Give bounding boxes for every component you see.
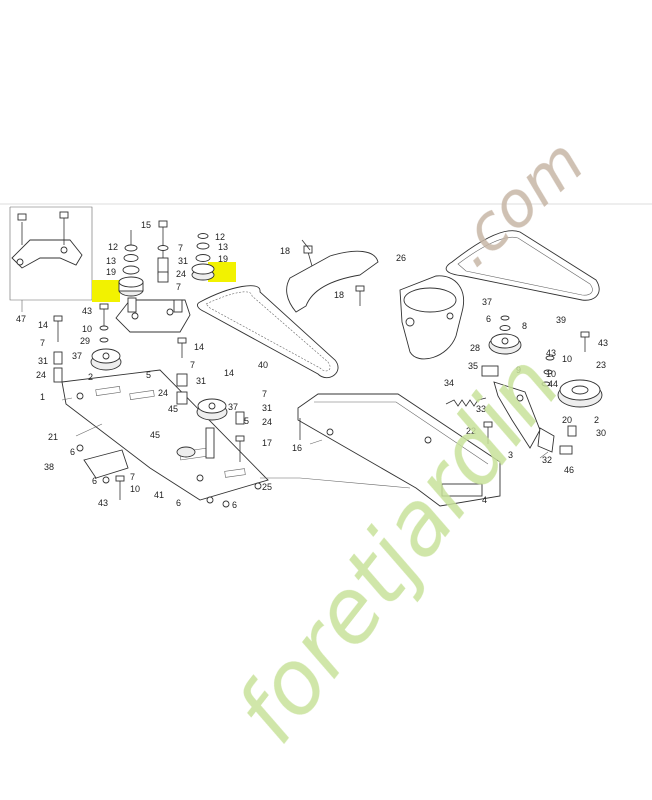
callout-40: 40: [258, 360, 268, 370]
callout-9: 9: [516, 365, 521, 375]
callout-20: 20: [562, 415, 572, 425]
pulley-35: [557, 379, 603, 408]
callout-labels: 47 15 12 13 19 7 31 24 7 12 13 19 18 26 …: [16, 220, 608, 510]
callout-17: 17: [262, 438, 272, 448]
callout-12: 12: [215, 232, 225, 242]
callout-28: 28: [470, 343, 480, 353]
callout-37: 37: [72, 351, 82, 361]
callout-7: 7: [176, 282, 181, 292]
callout-33: 33: [476, 404, 486, 414]
callout-24: 24: [158, 388, 168, 398]
callout-4: 6: [176, 498, 181, 508]
callout-4: 6: [232, 500, 237, 510]
callout-10: 10: [82, 324, 92, 334]
pulley-37-left: [90, 348, 122, 371]
pulley-37-center: [196, 398, 228, 421]
callout-16: 16: [292, 443, 302, 453]
gear-housing-27: [399, 275, 464, 360]
callout-41: 41: [154, 490, 164, 500]
callout-4: 6: [486, 314, 491, 324]
callout-19: 19: [218, 254, 228, 264]
callout-37: 37: [228, 402, 238, 412]
callout-3: 3: [508, 450, 513, 460]
callout-31: 31: [262, 403, 272, 413]
callout-38: 38: [44, 462, 54, 472]
belt-cover-26: [286, 245, 379, 313]
callout-7: 7: [40, 338, 45, 348]
v-belt-39: [445, 230, 600, 301]
callout-24: 24: [262, 417, 272, 427]
callout-45: 45: [168, 404, 178, 414]
callout-27: 37: [482, 297, 492, 307]
callout-30: 30: [596, 428, 606, 438]
callout-2: 2: [594, 415, 599, 425]
callout-24: 24: [36, 370, 46, 380]
callout-15: 15: [141, 220, 151, 230]
callout-4: 6: [92, 476, 97, 486]
callout-18: 18: [334, 290, 344, 300]
callout-43: 43: [82, 306, 92, 316]
callout-5: 5: [244, 416, 249, 426]
callout-26: 26: [396, 253, 406, 263]
callout-18: 18: [280, 246, 290, 256]
callout-32: 32: [542, 455, 552, 465]
callout-10: 10: [546, 369, 556, 379]
callout-35: 23: [596, 360, 606, 370]
callout-8: 8: [522, 321, 527, 331]
upper-plate: [115, 297, 191, 333]
callout-22: 22: [466, 426, 476, 436]
callout-14: 14: [194, 342, 204, 352]
callout-24: 24: [176, 269, 186, 279]
bracket-part-47: [11, 211, 83, 269]
pulley-stack-left: [118, 230, 144, 297]
callout-31: 31: [196, 376, 206, 386]
pulley-28: [488, 333, 522, 355]
callout-45: 45: [150, 430, 160, 440]
callout-46: 46: [564, 465, 574, 475]
callout-13: 13: [106, 256, 116, 266]
bracket-38: [83, 449, 129, 479]
callout-7: 7: [190, 360, 195, 370]
callout-43: 43: [546, 348, 556, 358]
callout-43: 43: [98, 498, 108, 508]
callout-34: 34: [444, 378, 454, 388]
callout-7: 7: [130, 472, 135, 482]
callout-5: 5: [146, 370, 151, 380]
callout-10: 10: [130, 484, 140, 494]
callout-19: 19: [106, 267, 116, 277]
callout-43: 43: [598, 338, 608, 348]
v-belt-inner: [457, 236, 593, 296]
callout-14: 14: [224, 368, 234, 378]
tension-arm-33: [445, 365, 555, 453]
fastener-group: [53, 239, 590, 508]
callout-47: 47: [16, 314, 26, 324]
highlight-box: [92, 280, 120, 302]
callout-7: 7: [262, 389, 267, 399]
callout-6: 25: [262, 482, 272, 492]
main-plate-41: [61, 369, 269, 501]
leader-lines: [61, 397, 549, 489]
callout-21: 21: [48, 432, 58, 442]
callout-44: 44: [548, 379, 558, 389]
callout-23: 35: [468, 361, 478, 371]
callout-31: 31: [38, 356, 48, 366]
callout-39: 39: [556, 315, 566, 325]
callout-12: 12: [108, 242, 118, 252]
callout-2: 2: [88, 372, 93, 382]
callout-7: 7: [178, 243, 183, 253]
callout-13: 13: [218, 242, 228, 252]
callout-25: 4: [482, 495, 487, 505]
callout-31: 31: [178, 256, 188, 266]
callout-1: 1: [40, 392, 45, 402]
highlight-box: [208, 262, 236, 282]
callout-14: 14: [38, 320, 48, 330]
main-deck-25: [297, 393, 501, 507]
callout-10: 10: [562, 354, 572, 364]
callout-29: 29: [80, 336, 90, 346]
callout-4: 6: [70, 447, 75, 457]
toothed-belt-40: [197, 285, 339, 379]
pulley-stack-center: [157, 220, 215, 283]
